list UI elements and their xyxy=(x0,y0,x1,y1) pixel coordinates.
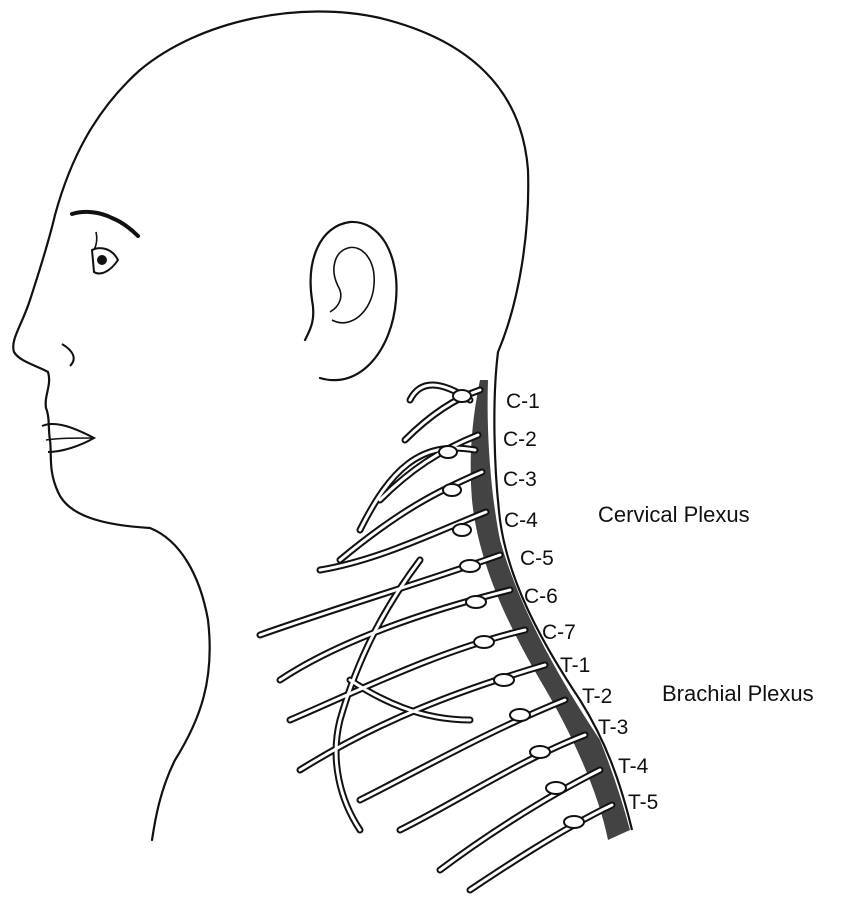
nostril-line xyxy=(62,344,74,366)
ear-inner xyxy=(330,247,374,322)
nerve-label-c7: C-7 xyxy=(542,622,576,643)
nerve-label-t5: T-5 xyxy=(628,792,658,813)
nerve-label-c4: C-4 xyxy=(504,510,538,531)
nerve-label-c1: C-1 xyxy=(506,391,540,412)
nerve-label-c3: C-3 xyxy=(503,469,537,490)
nerve-label-t4: T-4 xyxy=(618,756,648,777)
nerve-label-c5: C-5 xyxy=(520,548,554,569)
nerve-label-c2: C-2 xyxy=(503,429,537,450)
eye-pupil xyxy=(97,255,107,265)
nerve-label-t2: T-2 xyxy=(582,686,612,707)
brachial-plexus-nerves-inner xyxy=(260,555,612,890)
eyebrow xyxy=(72,212,138,236)
cervical-plexus-label: Cervical Plexus xyxy=(598,504,750,526)
nerve-label-t1: T-1 xyxy=(560,655,590,676)
nerve-label-t3: T-3 xyxy=(598,717,628,738)
nerve-label-c6: C-6 xyxy=(524,586,558,607)
lip-line xyxy=(46,438,92,440)
eyelid-line xyxy=(94,232,97,250)
brachial-plexus-label: Brachial Plexus xyxy=(662,683,814,705)
ear-outline xyxy=(305,222,397,380)
brachial-plexus-nerves xyxy=(260,555,612,890)
